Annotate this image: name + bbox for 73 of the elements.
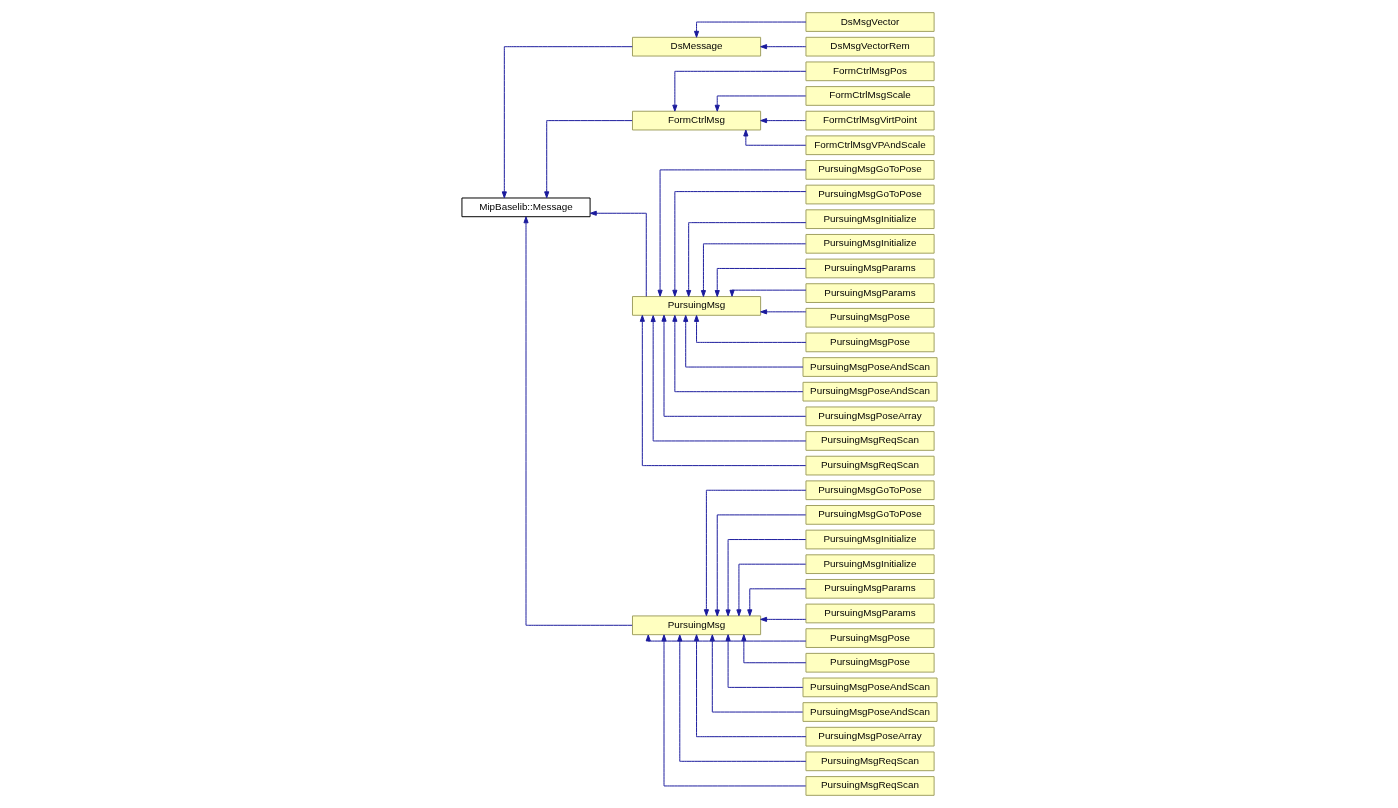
node-box: PursuingMsgPoseArray bbox=[804, 406, 935, 427]
arrow bbox=[709, 634, 803, 713]
arrow bbox=[685, 222, 806, 297]
arrow bbox=[725, 539, 806, 617]
arrow bbox=[650, 315, 806, 442]
node-box: PursuingMsgPoseAndScan bbox=[802, 702, 938, 722]
arrow bbox=[676, 634, 806, 762]
node-box: PursuingMsgInitialize bbox=[804, 529, 935, 550]
node-box: PursuingMsgPose bbox=[804, 652, 935, 673]
node-box: MipBaselib::Message bbox=[460, 197, 591, 218]
arrow bbox=[671, 314, 803, 393]
node-box: PursuingMsgParams bbox=[804, 258, 935, 279]
arrow bbox=[671, 191, 806, 297]
arrow bbox=[682, 314, 803, 368]
node-box: PursuingMsgPoseAndScan bbox=[802, 381, 938, 402]
arrow bbox=[589, 210, 647, 297]
node-box: FormCtrlMsgVirtPoint bbox=[804, 110, 935, 131]
node-box: PursuingMsg bbox=[631, 615, 761, 636]
node-box: PursuingMsgGoToPose bbox=[804, 160, 935, 180]
arrow bbox=[725, 634, 803, 688]
arrow bbox=[693, 21, 806, 38]
node-box: PursuingMsgPoseArray bbox=[804, 726, 935, 747]
arrow bbox=[714, 95, 806, 112]
arrow bbox=[700, 243, 806, 297]
arrow bbox=[759, 309, 806, 315]
node-box: PursuingMsgParams bbox=[804, 578, 935, 599]
node-box: PursuingMsg bbox=[631, 296, 761, 316]
arrow bbox=[759, 44, 806, 50]
node-box: PursuingMsgGoToPose bbox=[804, 184, 935, 205]
node-box: PursuingMsgInitialize bbox=[804, 209, 935, 230]
arrow bbox=[703, 489, 806, 617]
node-box: PursuingMsgPose bbox=[804, 628, 935, 648]
node-box: FormCtrlMsgVPAndScale bbox=[804, 135, 935, 156]
arrow bbox=[742, 129, 806, 146]
node-box: PursuingMsgPose bbox=[804, 307, 935, 328]
arrow bbox=[657, 169, 806, 297]
node-box: DsMessage bbox=[631, 36, 761, 57]
node-box: PursuingMsgGoToPose bbox=[804, 480, 935, 501]
node-box: PursuingMsgParams bbox=[804, 283, 935, 303]
arrow bbox=[714, 514, 806, 617]
arrow bbox=[660, 314, 806, 417]
arrow bbox=[735, 563, 806, 617]
arrow bbox=[740, 634, 806, 664]
node-box: PursuingMsgPose bbox=[804, 332, 935, 353]
arrow bbox=[693, 634, 806, 738]
node-box: PursuingMsgReqScan bbox=[804, 431, 935, 451]
node-box: PursuingMsgInitialize bbox=[804, 233, 935, 254]
arrow bbox=[759, 118, 806, 124]
node-box: PursuingMsgReqScan bbox=[804, 776, 935, 796]
node-box: PursuingMsgParams bbox=[804, 603, 935, 624]
node-box: PursuingMsgInitialize bbox=[804, 554, 935, 575]
node-box: PursuingMsgPoseAndScan bbox=[802, 357, 938, 377]
node-box: FormCtrlMsg bbox=[631, 110, 761, 131]
arrow bbox=[714, 267, 806, 297]
arrow bbox=[759, 616, 806, 622]
node-box: PursuingMsgGoToPose bbox=[804, 505, 935, 525]
arrow bbox=[543, 120, 633, 199]
node-box: FormCtrlMsgPos bbox=[804, 61, 935, 82]
arrow bbox=[645, 634, 806, 642]
node-box: DsMsgVector bbox=[804, 12, 935, 32]
node-box: FormCtrlMsgScale bbox=[804, 86, 935, 106]
node-box: PursuingMsgPoseAndScan bbox=[802, 677, 938, 698]
arrow bbox=[660, 634, 806, 787]
arrow bbox=[522, 216, 633, 626]
arrow bbox=[501, 46, 633, 199]
node-box: DsMsgVectorRem bbox=[804, 36, 935, 57]
arrow bbox=[671, 70, 806, 112]
node-box: PursuingMsgReqScan bbox=[804, 455, 935, 476]
arrow bbox=[746, 588, 806, 617]
arrow bbox=[728, 289, 806, 297]
node-box: PursuingMsgReqScan bbox=[804, 751, 935, 772]
arrow bbox=[693, 315, 806, 343]
arrow bbox=[639, 314, 806, 467]
